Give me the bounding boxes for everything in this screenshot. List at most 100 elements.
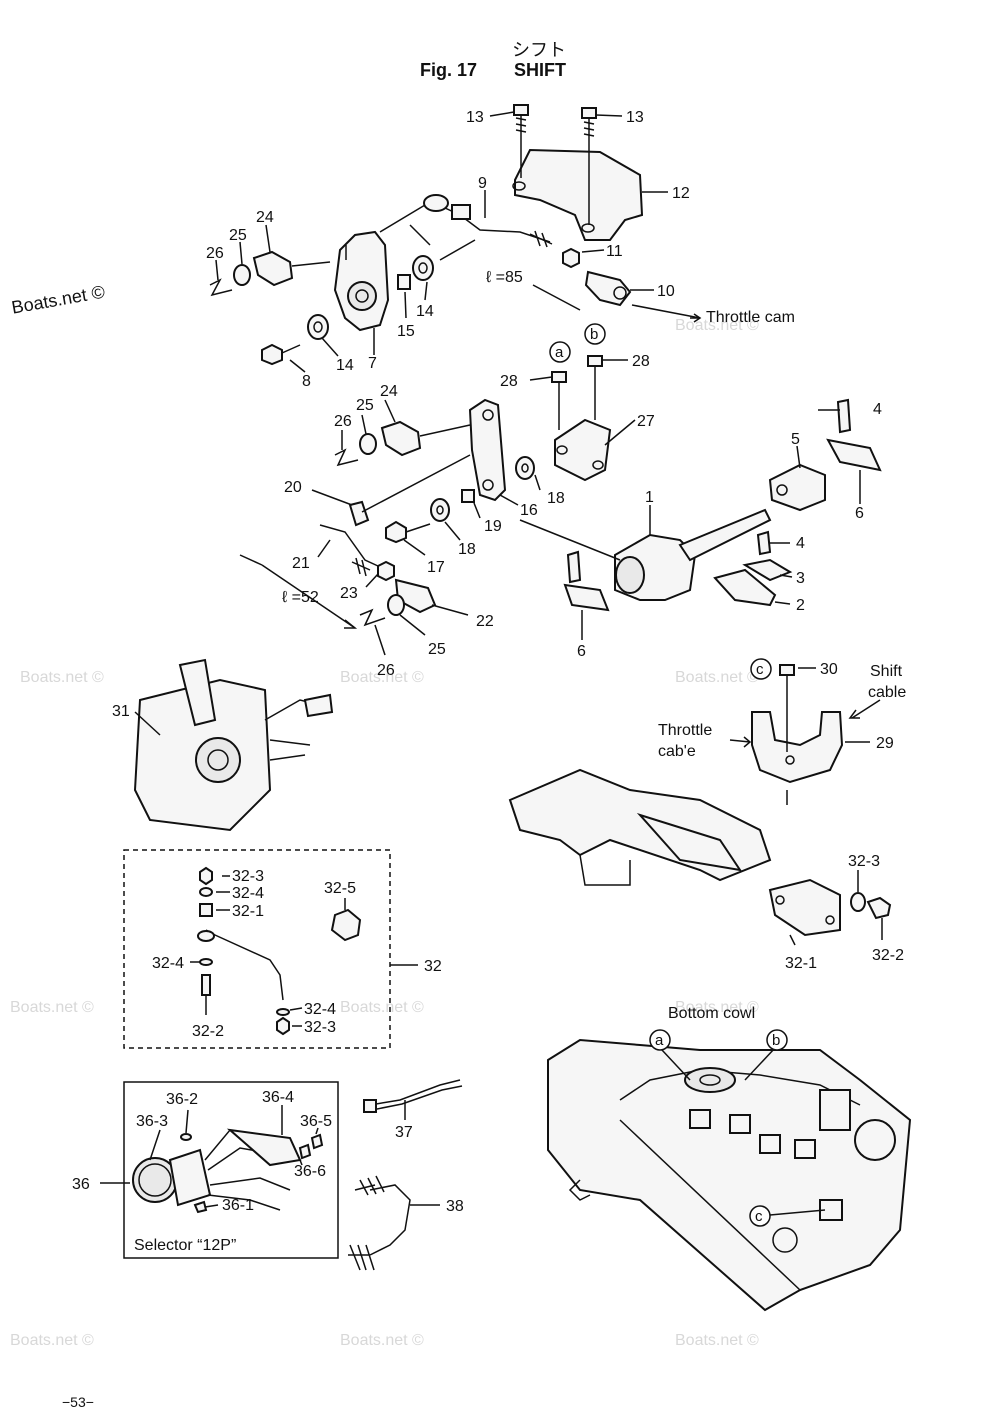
upper-lever-assembly [209,104,702,366]
leader-lines [100,111,883,1208]
bottom-cowl [547,1038,912,1312]
faint-watermarks: Boats.net © Boats.net © Boats.net © Boat… [10,317,759,1349]
lower-bracket [768,878,892,946]
label-part-22: 22 [476,613,494,630]
label-part-33: 32-1 [785,955,817,972]
marker-b: b [584,323,606,345]
label-part-26: 26 [334,413,352,430]
page-number: −53− [62,1394,94,1410]
throttle-cam-label: Throttle cam [706,309,795,326]
selector-label: Selector “12P” [134,1237,236,1254]
label-part-27: 27 [637,413,655,430]
label-part-32-3: 32-3 [232,868,264,885]
label-part-7: 7 [368,355,377,372]
label-part-16: 16 [520,502,538,519]
label-part-23: 23 [340,585,358,602]
selector-box [123,1081,339,1259]
kit-32-box [123,849,418,1049]
label-part-32-4: 32-4 [304,1001,336,1018]
label-part-26: 26 [206,245,224,262]
marker-a-cowl: a [649,1029,671,1051]
label-part-21: 21 [292,555,310,572]
label-part-31: 31 [112,703,130,720]
label-part-32-2: 32-2 [192,1023,224,1040]
svg-text:a: a [555,344,564,361]
cable-bracket [729,664,881,805]
watermark: Boats.net © [340,1332,424,1349]
label-part-35: 32-3 [848,853,880,870]
shift-cable-label-line2: cable [868,684,906,701]
remote-control-box [133,658,334,832]
label-part-20: 20 [284,479,302,496]
label-part-36-2: 36-2 [166,1091,198,1108]
label-part-36: 36 [72,1176,90,1193]
label-part-8: 8 [302,373,311,390]
length-52-label: ℓ =52 [282,589,319,606]
label-part-18: 18 [547,490,565,507]
svg-text:c: c [755,1208,763,1225]
marker-c-cowl: c [749,1205,771,1227]
label-part-25: 25 [229,227,247,244]
label-part-2: 2 [796,597,805,614]
label-part-13: 13 [626,109,644,126]
label-part-32-3: 32-3 [304,1019,336,1036]
label-part-32-5: 32-5 [324,880,356,897]
watermark: Boats.net © [675,999,759,1016]
label-part-3: 3 [796,570,805,587]
wire-harnesses [348,1079,463,1271]
label-part-19: 19 [484,518,502,535]
figure-number: Fig. 17 [420,60,478,80]
label-part-24: 24 [256,209,274,226]
part-labels: 13 13 9 12 11 10 Throttle cam ℓ =85 14 1… [72,109,906,1254]
label-part-37: 37 [395,1124,413,1141]
label-part-15: 15 [397,323,415,340]
label-part-36-1: 36-1 [222,1197,254,1214]
label-part-6: 6 [577,643,586,660]
svg-text:a: a [655,1032,664,1049]
label-part-12: 12 [672,185,690,202]
circled-markers: a b c a b c [549,323,788,1227]
figure-title: SHIFT [514,60,566,80]
label-part-32-4: 32-4 [152,955,184,972]
lower-housing [508,768,772,886]
label-part-5: 5 [791,431,800,448]
label-part-4: 4 [796,535,805,552]
label-part-38: 38 [446,1198,464,1215]
svg-text:b: b [590,326,598,343]
label-part-32-4: 32-4 [232,885,264,902]
middle-linkage-assembly [239,355,882,629]
label-part-1: 1 [645,489,654,506]
label-part-36-3: 36-3 [136,1113,168,1130]
marker-c: c [750,658,772,680]
label-part-28: 28 [500,373,518,390]
label-part-14: 14 [336,357,354,374]
label-part-36-6: 36-6 [294,1163,326,1180]
watermark: Boats.net © [20,669,104,686]
shift-cable-label-line1: Shift [870,663,903,680]
watermark: Boats.net © [675,669,759,686]
label-part-34: 32-2 [872,947,904,964]
marker-a: a [549,341,571,363]
svg-text:b: b [772,1032,780,1049]
marker-b-cowl: b [766,1029,788,1051]
watermark: Boats.net © [340,999,424,1016]
label-part-14: 14 [416,303,434,320]
label-part-25: 25 [428,641,446,658]
throttle-cable-label-line2: cab'e [658,743,696,760]
label-part-36-4: 36-4 [262,1089,294,1106]
svg-text:c: c [756,661,764,678]
label-part-4: 4 [873,401,882,418]
label-part-29: 29 [876,735,894,752]
label-part-18: 18 [458,541,476,558]
label-part-30: 30 [820,661,838,678]
watermark: Boats.net © [340,669,424,686]
watermark: Boats.net © [10,1332,94,1349]
watermark: Boats.net © [675,1332,759,1349]
label-part-11: 11 [606,243,623,260]
label-part-32: 32 [424,958,442,975]
length-85-label: ℓ =85 [486,269,523,286]
label-part-28: 28 [632,353,650,370]
label-part-10: 10 [657,283,675,300]
label-part-9: 9 [478,175,487,192]
